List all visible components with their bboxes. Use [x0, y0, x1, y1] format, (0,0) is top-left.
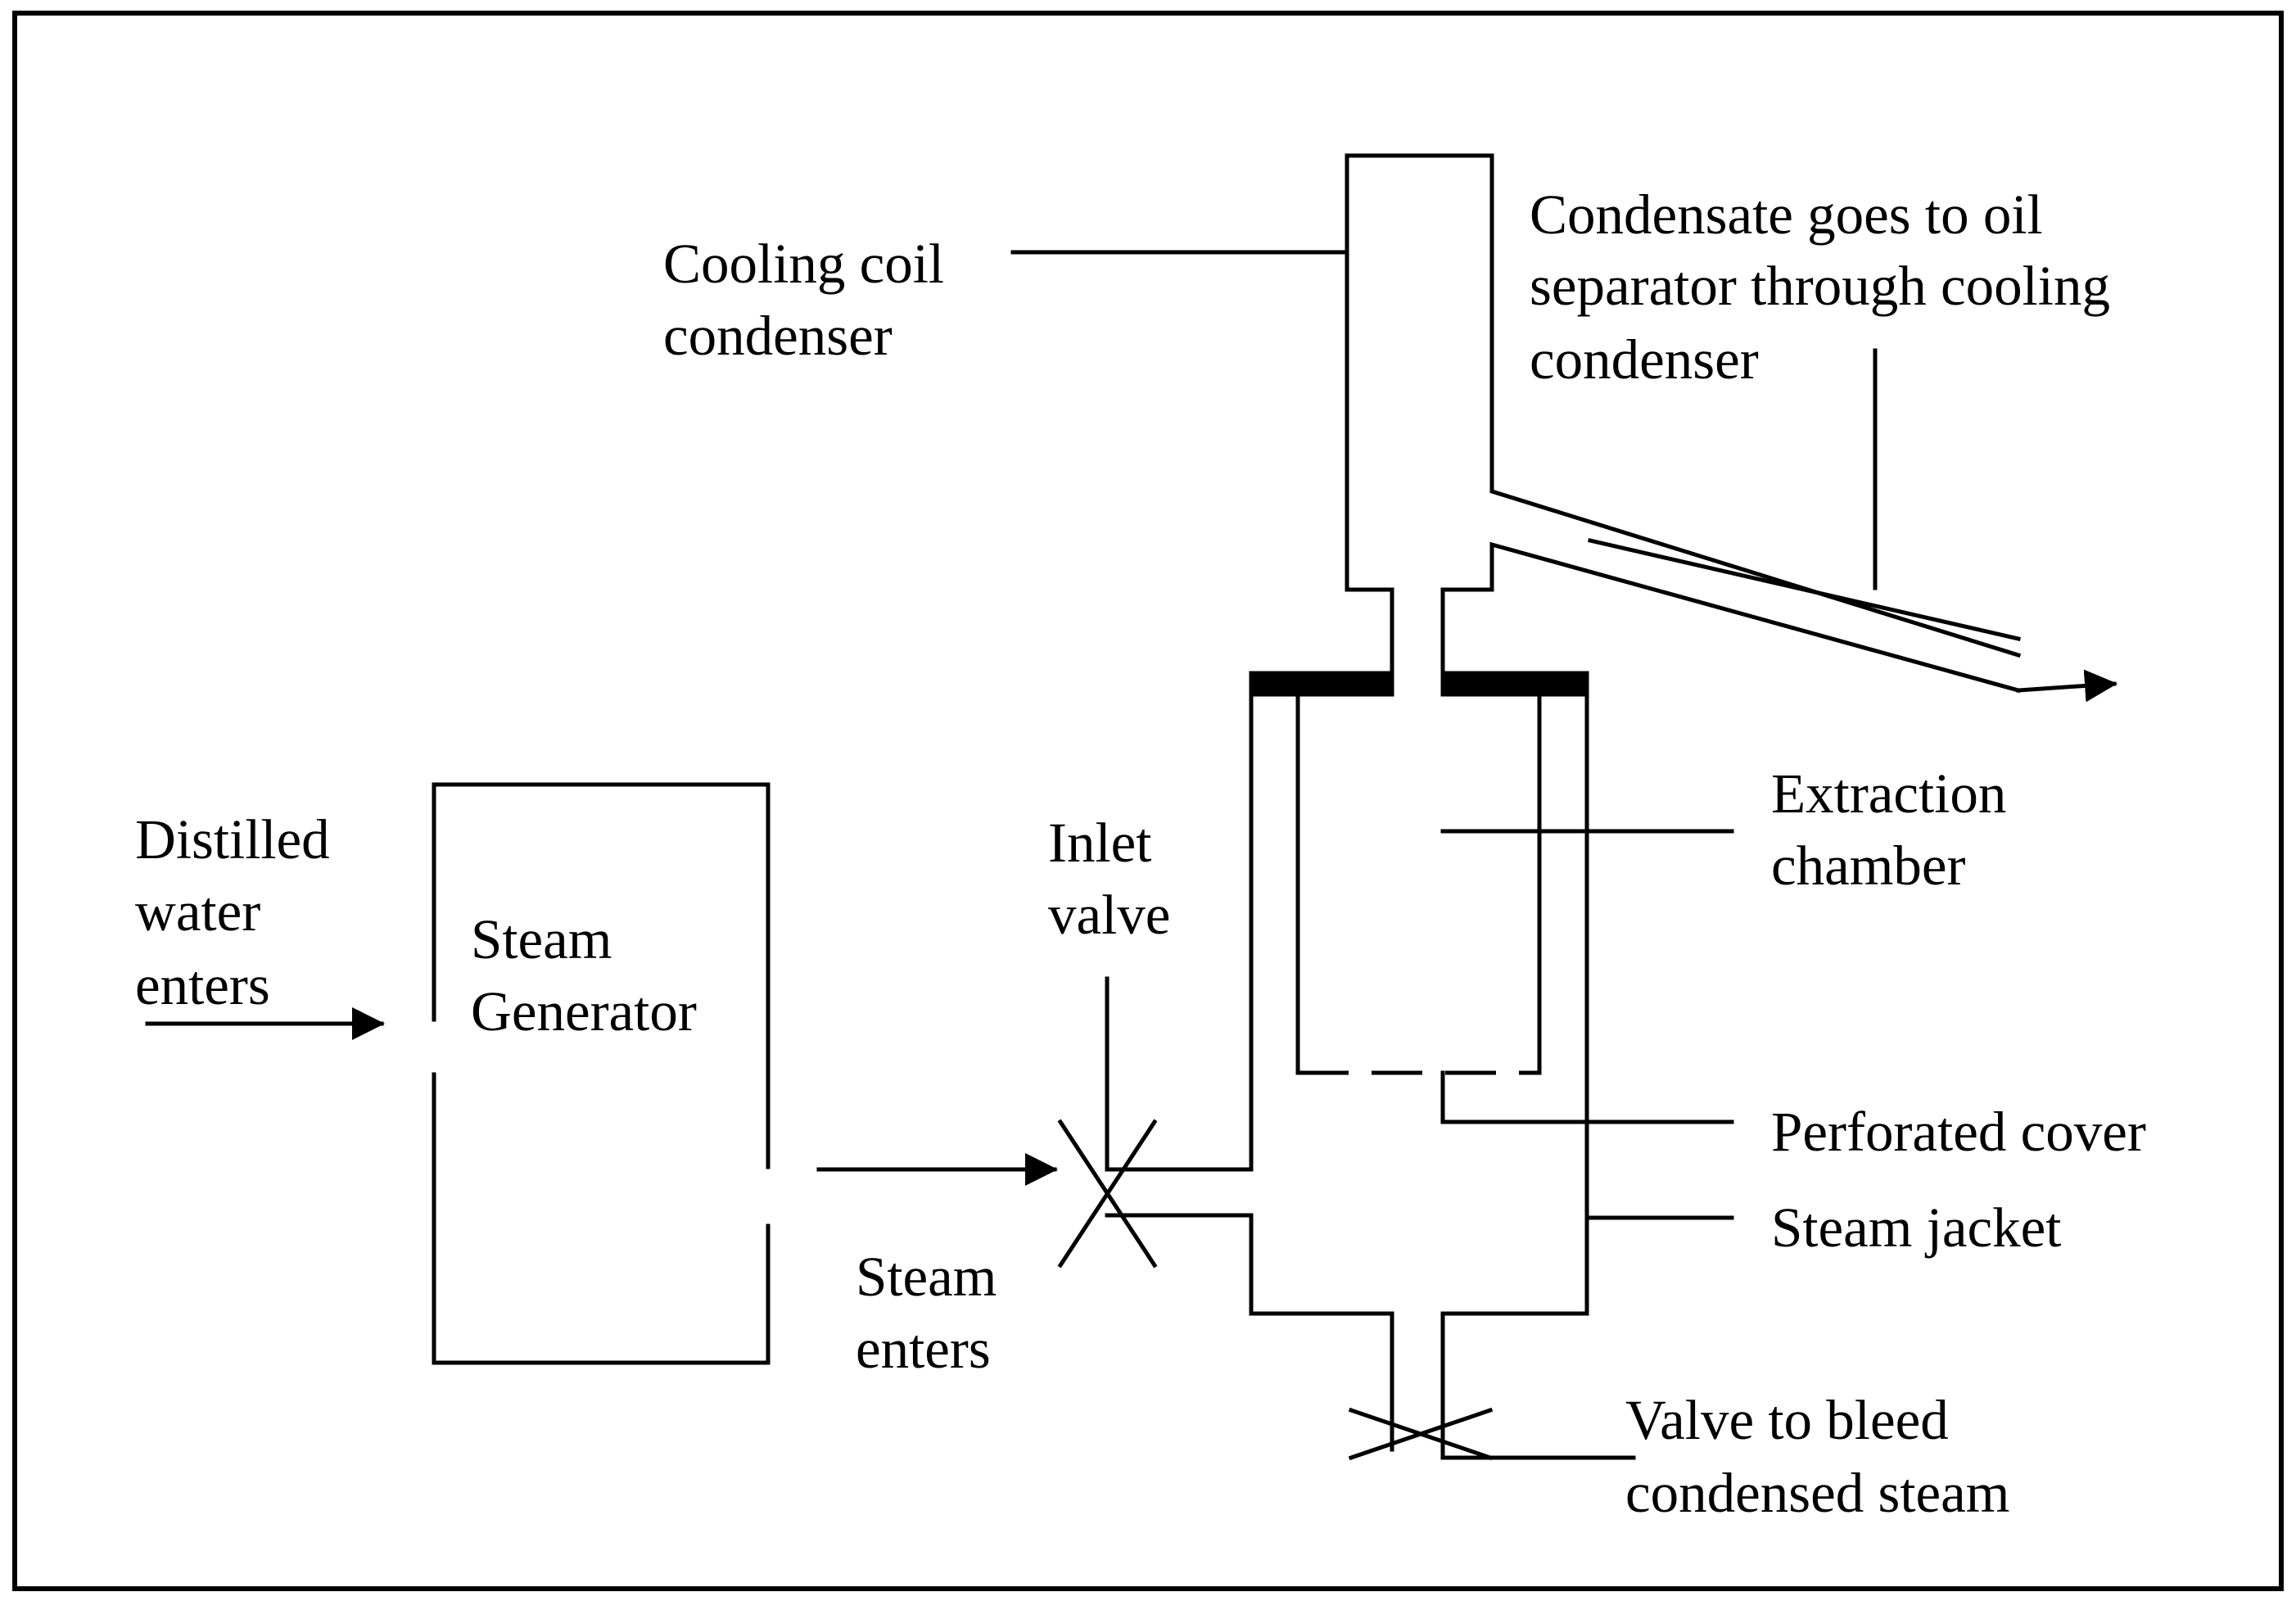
label-extraction-chamber: Extraction chamber — [1771, 762, 2021, 897]
cooling-coil-condenser — [1345, 153, 2117, 703]
label-perforated-cover: Perforated cover — [1771, 1101, 2146, 1163]
leader-perforated-cover — [1440, 1070, 1734, 1124]
label-steam-enters: Steam enters — [856, 1246, 1011, 1380]
bleed-valve-symbol — [1348, 1407, 1494, 1461]
label-steam-generator: Steam Generator — [471, 908, 697, 1042]
chamber-lid-right — [1440, 671, 1589, 697]
label-inlet-valve: Inlet valve — [1048, 812, 1170, 946]
label-cooling-coil: Cooling coil condenser — [663, 233, 958, 367]
label-bleed-valve: Valve to bleed condensed steam — [1625, 1389, 2009, 1524]
extraction-chamber-vessel — [1105, 671, 1589, 1460]
label-distilled-water: Distilled water enters — [135, 808, 344, 1016]
condensate-outlet-arrow — [2016, 669, 2117, 703]
steam-generator-box — [432, 782, 771, 1365]
chamber-lid-left — [1249, 671, 1394, 697]
inlet-valve-symbol — [1057, 1119, 1158, 1269]
outer-frame — [12, 11, 2284, 1591]
label-condensate: Condensate goes to oil separator through… — [1530, 183, 2124, 391]
label-steam-jacket: Steam jacket — [1771, 1196, 2061, 1259]
